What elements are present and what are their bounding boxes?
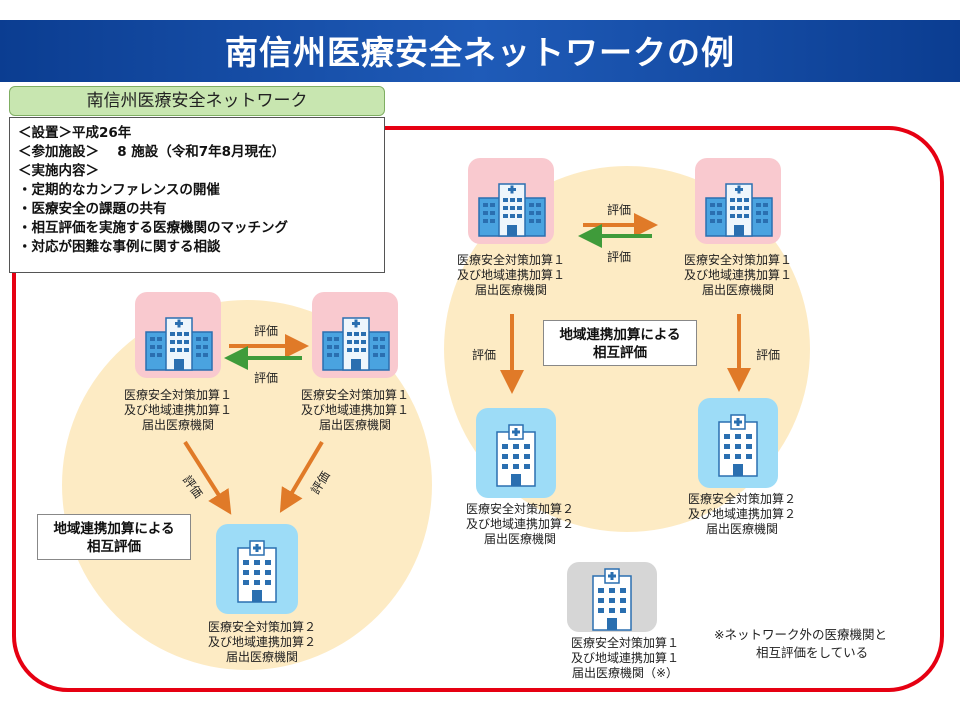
info-line: ・相互評価を実施する医療機関のマッチング [18,220,288,236]
small-hospital-icon [496,424,536,487]
eval-label: 評価 [472,348,497,362]
small-hospital-icon [592,568,632,631]
info-line: ＜実施内容＞ [18,163,99,179]
small-hospital-icon [237,540,277,603]
arrow-right-mutual [578,213,658,248]
info-line: ・医療安全の課題の共有 [18,201,167,217]
large-hospital-icon [145,317,213,371]
network-info-box: ＜設置＞平成26年 ＜参加施設＞ 8 施設（令和7年8月現在） ＜実施内容＞ ・… [9,117,385,273]
info-line: ・対応が困難な事例に関する相談 [18,239,221,255]
eval-label: 評価 [254,324,279,338]
small-hospital-icon [718,414,758,477]
eval-label: 評価 [756,348,781,362]
page-title: 南信州医療安全ネットワークの例 [225,33,735,72]
info-line: ＜参加施設＞ 8 施設（令和7年8月現在） [18,144,286,160]
network-name-tab: 南信州医療安全ネットワーク [9,86,385,116]
mutual-eval-callout: 地域連携加算による相互評価 [543,320,697,366]
arrow-down-right [279,440,324,513]
large-hospital-icon [705,183,773,237]
network-boundary [12,126,944,692]
info-line: ＜設置＞平成26年 [18,125,132,141]
footnote: ※ネットワーク外の医療機関と 相互評価をしている [714,627,887,660]
large-hospital-icon [478,183,546,237]
title-banner: 南信州医療安全ネットワークの例 [0,20,960,82]
info-line: ・定期的なカンファレンスの開催 [18,182,220,198]
large-hospital-icon [322,317,390,371]
eval-label: 評価 [254,371,279,385]
arrow-left-mutual [224,334,309,370]
arrow-down-left [183,440,232,515]
eval-label: 評価 [607,250,632,264]
eval-label: 評価 [607,203,632,217]
mutual-eval-callout: 地域連携加算による相互評価 [37,514,191,560]
